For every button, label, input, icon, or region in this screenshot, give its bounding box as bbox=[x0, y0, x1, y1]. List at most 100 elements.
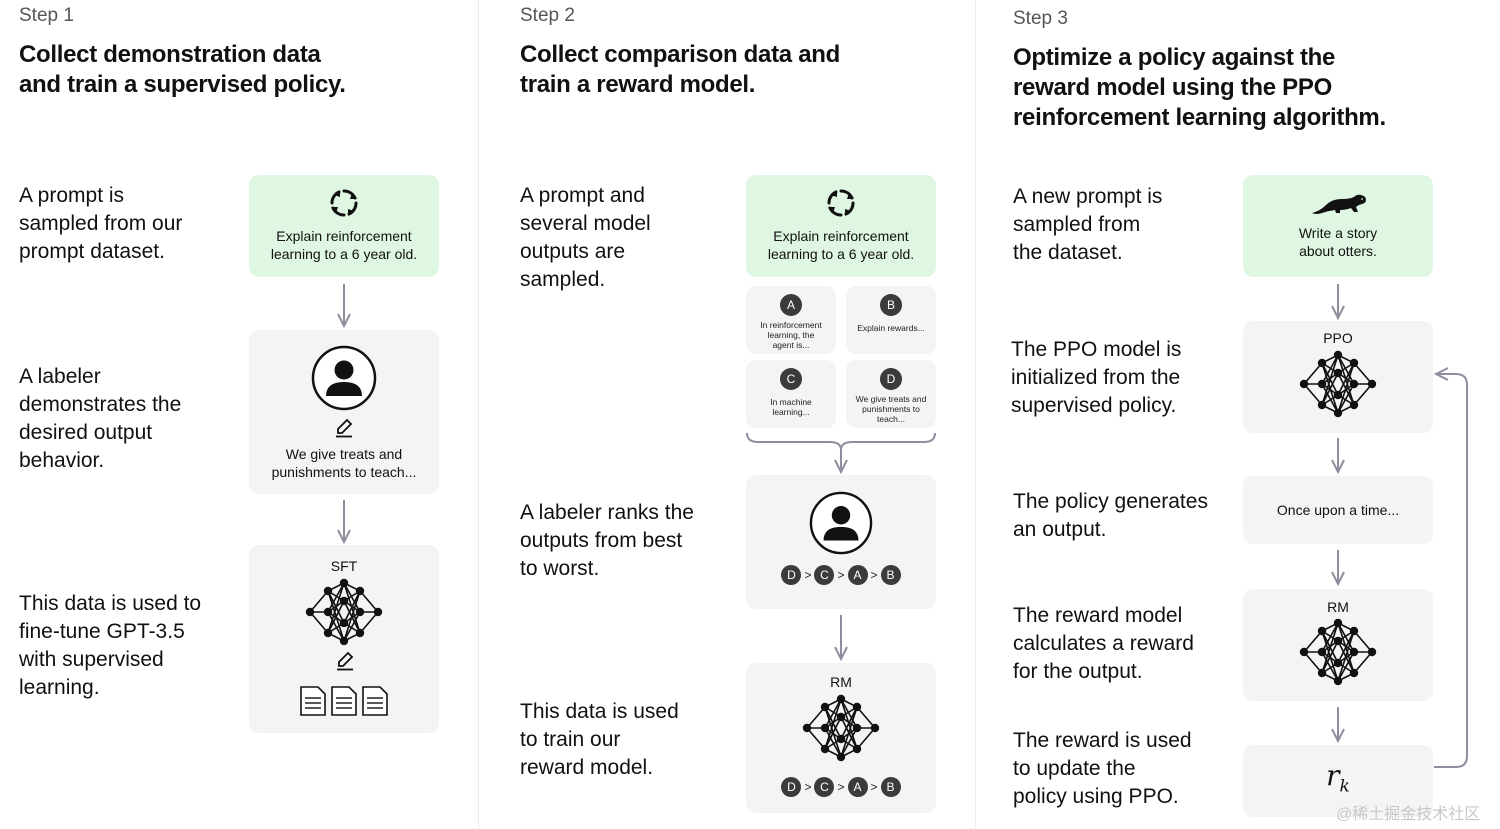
desc-line: to update the bbox=[1013, 757, 1136, 780]
heading-line: Collect comparison data and bbox=[520, 41, 840, 68]
down-arrow-icon bbox=[337, 284, 351, 329]
desc-line: prompt dataset. bbox=[19, 240, 165, 263]
output-line: In machine bbox=[770, 397, 812, 407]
neural-network-icon bbox=[1299, 350, 1377, 418]
reward-subscript: k bbox=[1339, 776, 1350, 797]
down-arrow-icon bbox=[1331, 707, 1345, 744]
column-divider bbox=[975, 0, 976, 829]
step3-desc-ppo: The PPO model is initialized from the su… bbox=[1011, 336, 1181, 420]
heading-line: reinforcement learning algorithm. bbox=[1013, 104, 1386, 131]
desc-line: several model bbox=[520, 212, 651, 235]
policy-output-text: Once upon a time... bbox=[1276, 502, 1400, 518]
desc-line: calculates a reward bbox=[1013, 632, 1194, 655]
output-line: agent is... bbox=[772, 340, 810, 350]
output-card-c: C In machine learning... bbox=[746, 360, 836, 428]
prompt-line: about otters. bbox=[1299, 243, 1377, 259]
heading-line: train a reward model. bbox=[520, 71, 756, 98]
prompt-line: learning to a 6 year old. bbox=[767, 246, 915, 262]
pencil-icon bbox=[336, 418, 353, 438]
output-card-text: In reinforcement learning, the agent is.… bbox=[746, 320, 836, 350]
desc-line: A new prompt is bbox=[1013, 185, 1163, 208]
step2-rm-box: RM D > C > A > B bbox=[746, 663, 936, 813]
step3-prompt-box: Write a story about otters. bbox=[1243, 175, 1433, 277]
ranking-row: D > C > A > B bbox=[746, 777, 936, 797]
desc-line: demonstrates the bbox=[19, 393, 182, 416]
rank-badge: A bbox=[847, 777, 868, 797]
desc-line: sampled from bbox=[1013, 213, 1141, 236]
desc-line: fine-tune GPT-3.5 bbox=[19, 620, 185, 643]
step1-heading: Collect demonstration data and train a s… bbox=[19, 40, 346, 100]
desc-line: The PPO model is bbox=[1011, 338, 1182, 361]
desc-line: reward model. bbox=[520, 756, 654, 779]
step2-label: Step 2 bbox=[520, 5, 575, 26]
desc-line: A prompt and bbox=[520, 184, 645, 207]
rank-badge: B bbox=[880, 777, 901, 797]
watermark: @稀土掘金技术社区 bbox=[1336, 806, 1481, 823]
prompt-text: Explain reinforcement learning to a 6 ye… bbox=[249, 227, 439, 263]
rank-separator: > bbox=[804, 568, 812, 582]
step3-desc-generate: The policy generates an output. bbox=[1013, 488, 1208, 544]
desc-line: A prompt is bbox=[19, 184, 125, 207]
output-line: learning... bbox=[772, 407, 810, 417]
prompt-line: Explain reinforcement bbox=[276, 228, 412, 244]
heading-line: Collect demonstration data bbox=[19, 41, 321, 68]
desc-line: This data is used to bbox=[19, 592, 202, 615]
rank-badge: B bbox=[880, 565, 901, 585]
output-line: We give treats and bbox=[285, 446, 403, 462]
step3-output-box: Once upon a time... bbox=[1243, 476, 1433, 544]
step2-desc-train: This data is used to train our reward mo… bbox=[520, 698, 679, 782]
step1-label: Step 1 bbox=[19, 5, 74, 26]
desc-line: The reward is used bbox=[1013, 729, 1192, 752]
reward-symbol: rk bbox=[1243, 759, 1433, 797]
refresh-cycle-icon bbox=[827, 189, 855, 217]
rank-badge: C bbox=[814, 565, 835, 585]
output-letter-badge: A bbox=[780, 294, 802, 316]
output-card-text: In machine learning... bbox=[746, 397, 836, 417]
step1-labeler-box: We give treats and punishments to teach.… bbox=[249, 330, 439, 494]
rank-separator: > bbox=[870, 568, 878, 582]
desc-line: The policy generates bbox=[1013, 490, 1208, 513]
neural-network-icon bbox=[305, 578, 383, 646]
output-card-text: Explain rewards... bbox=[846, 323, 936, 333]
desc-line: outputs from best bbox=[520, 529, 683, 552]
down-arrow-icon bbox=[337, 500, 351, 545]
labeler-person-icon bbox=[311, 345, 377, 411]
rank-separator: > bbox=[804, 780, 812, 794]
step1-sft-box: SFT bbox=[249, 545, 439, 733]
neural-network-icon bbox=[802, 694, 880, 762]
rank-badge: C bbox=[814, 777, 835, 797]
output-line: We give treats and bbox=[855, 394, 927, 404]
desc-line: supervised policy. bbox=[1011, 394, 1177, 417]
output-line: punishments to bbox=[862, 404, 920, 414]
desc-line: This data is used bbox=[520, 700, 679, 723]
rank-badge: D bbox=[781, 777, 802, 797]
desc-line: to worst. bbox=[520, 557, 600, 580]
step3-desc-prompt: A new prompt is sampled from the dataset… bbox=[1013, 183, 1162, 267]
prompt-line: Explain reinforcement bbox=[773, 228, 909, 244]
desc-line: with supervised bbox=[19, 648, 164, 671]
down-arrow-icon bbox=[1331, 438, 1345, 475]
output-line: punishments to teach... bbox=[271, 464, 417, 480]
step2-heading: Collect comparison data and train a rewa… bbox=[520, 40, 840, 100]
documents-icon bbox=[300, 686, 388, 716]
labeler-person-icon bbox=[809, 491, 873, 555]
prompt-line: learning to a 6 year old. bbox=[270, 246, 418, 262]
rank-badge: A bbox=[847, 565, 868, 585]
pencil-icon bbox=[337, 651, 354, 671]
step2-desc-sampled: A prompt and several model outputs are s… bbox=[520, 182, 651, 294]
output-line: Explain rewards... bbox=[857, 323, 925, 333]
refresh-cycle-icon bbox=[330, 189, 358, 217]
step3-desc-reward: The reward model calculates a reward for… bbox=[1013, 602, 1194, 686]
prompt-line: Write a story bbox=[1298, 225, 1378, 241]
rank-separator: > bbox=[837, 568, 845, 582]
output-letter-badge: C bbox=[780, 368, 802, 390]
step3-reward-box: rk bbox=[1243, 745, 1433, 817]
step2-desc-rank: A labeler ranks the outputs from best to… bbox=[520, 499, 694, 583]
step2-prompt-box: Explain reinforcement learning to a 6 ye… bbox=[746, 175, 936, 277]
otter-icon bbox=[1312, 194, 1366, 214]
ranking-row: D > C > A > B bbox=[746, 565, 936, 585]
step1-desc-prompt: A prompt is sampled from our prompt data… bbox=[19, 182, 182, 266]
ppo-label: PPO bbox=[1323, 330, 1353, 346]
desc-line: initialized from the bbox=[1011, 366, 1181, 389]
desc-line: the dataset. bbox=[1013, 241, 1123, 264]
